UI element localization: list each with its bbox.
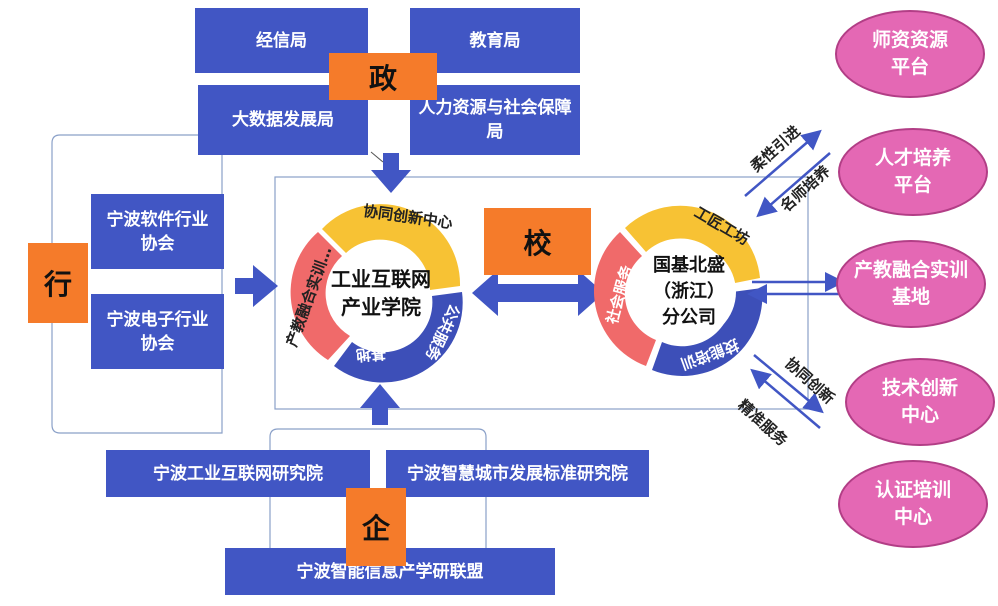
platform-rencai-label: 人才培养平台 (874, 147, 951, 196)
enterprise-smartcity-label: 宁波智慧城市发展标准研究院 (407, 463, 628, 484)
gov-arrow (371, 153, 411, 193)
platform-chanjiao: 产教融合实训基地 (836, 240, 986, 328)
enterprise-bracket (269, 428, 487, 565)
right-circle-ring (593, 205, 763, 377)
right-circle-center: 国基北盛（浙江）分公司 (646, 244, 732, 340)
school-tag-label: 校 (523, 226, 552, 260)
gov-dashuju-label: 大数据发展局 (232, 110, 334, 130)
enterprise-iot-label: 宁波工业互联网研究院 (153, 463, 323, 484)
industry-electronics-label: 宁波电子行业协会 (106, 309, 209, 354)
platform-shizi: 师资资源平台 (835, 10, 985, 98)
gov-jingxin-label: 经信局 (256, 30, 307, 51)
gov-renli-box: 人力资源与社会保障局 (410, 85, 580, 155)
left-circle-center: 工业互联网产业学院 (322, 255, 440, 331)
gov-jiaoyu-box: 教育局 (410, 8, 580, 73)
industry-software-box: 宁波软件行业协会 (91, 194, 224, 269)
industry-tag-label: 行 (43, 268, 72, 301)
gov-tag-label: 政 (368, 61, 397, 95)
left-circle-ring (290, 204, 463, 383)
industry-electronics-box: 宁波电子行业协会 (91, 294, 224, 369)
gov-tag: 政 (329, 53, 437, 100)
gov-renli-label: 人力资源与社会保障局 (418, 98, 572, 142)
industry-software-label: 宁波软件行业协会 (106, 209, 209, 254)
left-arc-bottom: 基地 (355, 343, 387, 367)
platform-renzheng: 认证培训中心 (838, 460, 988, 548)
enterprise-arrow (360, 384, 400, 425)
industry-tag: 行 (28, 243, 88, 323)
school-double-arrow (472, 270, 604, 316)
platform-jishu: 技术创新中心 (845, 358, 995, 446)
enterprise-tag-label: 企 (361, 512, 390, 545)
gov-jiaoyu-label: 教育局 (469, 30, 521, 51)
enterprise-alliance-label: 宁波智能信息产学研联盟 (296, 561, 484, 582)
enterprise-smartcity-box: 宁波智慧城市发展标准研究院 (386, 450, 649, 497)
left-arc-bottom-label: 基地 (355, 343, 387, 365)
industry-bracket (51, 134, 230, 434)
platform-rencai: 人才培养平台 (838, 128, 988, 216)
platform-chanjiao-label: 产教融合实训基地 (853, 259, 968, 308)
enterprise-tag: 企 (346, 488, 406, 566)
school-tag: 校 (484, 208, 591, 275)
platform-jishu-label: 技术创新中心 (881, 377, 958, 426)
enterprise-iot-box: 宁波工业互联网研究院 (106, 450, 370, 497)
platform-renzheng-label: 认证培训中心 (874, 479, 951, 528)
platform-shizi-label: 师资资源平台 (871, 29, 948, 78)
left-circle-center-label: 工业互联网产业学院 (331, 267, 431, 319)
right-circle-center-label: 国基北盛（浙江）分公司 (653, 255, 725, 328)
industry-arrow (235, 265, 278, 307)
